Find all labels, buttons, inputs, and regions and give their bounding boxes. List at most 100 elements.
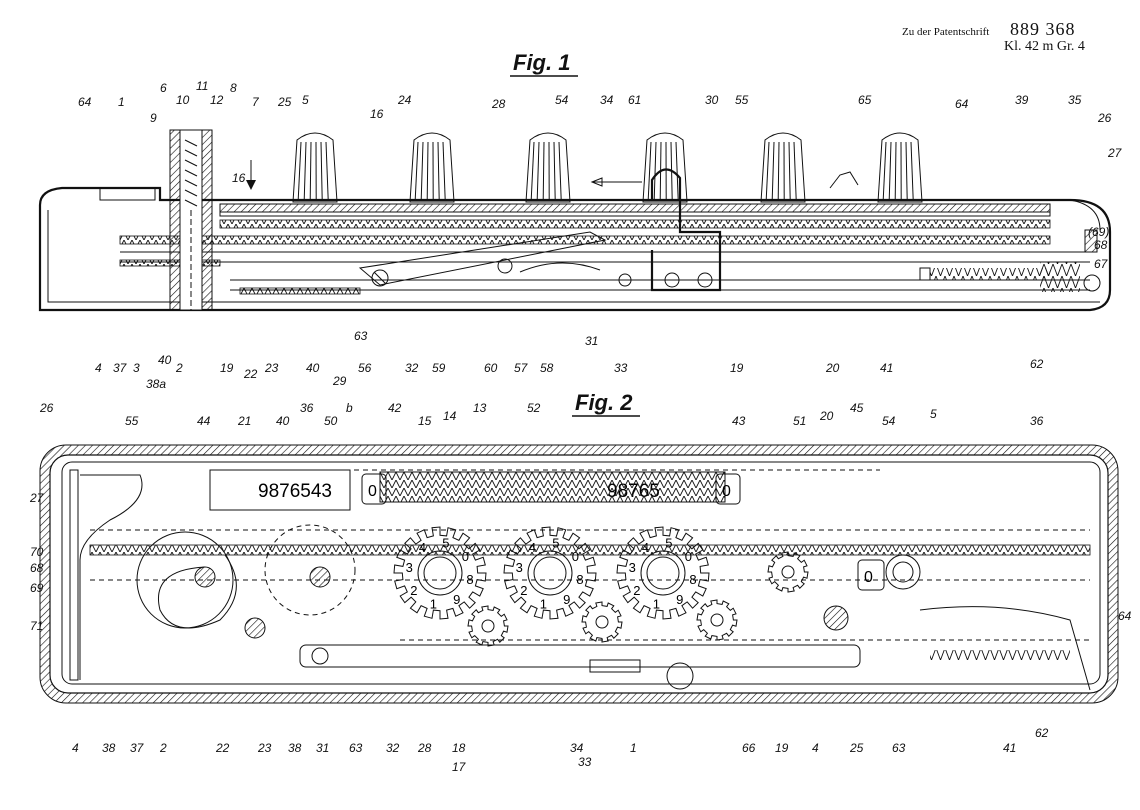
reference-label: 68 — [1094, 238, 1108, 252]
reference-label: 38a — [146, 377, 166, 391]
reference-label: 34 — [570, 741, 584, 755]
reference-label: 27 — [1107, 146, 1123, 160]
fig1-knob — [525, 132, 571, 203]
fig1-title: Fig. 1 — [513, 50, 570, 75]
reference-label: 27 — [29, 491, 45, 505]
reference-label: 18 — [452, 741, 466, 755]
reference-label: 20 — [825, 361, 840, 375]
fig1-bracket — [650, 168, 722, 292]
fig2-wheel-digit: 8 — [576, 572, 583, 587]
reference-label: 68 — [30, 561, 44, 575]
patent-number: 889 368 — [1010, 19, 1076, 39]
reference-label: 55 — [125, 414, 139, 428]
reference-label: 66 — [742, 741, 756, 755]
reference-label: 62 — [1030, 357, 1044, 371]
reference-label: b — [346, 401, 353, 415]
fig2-wheel-digit: 0 — [572, 549, 579, 564]
reference-label: 44 — [197, 414, 211, 428]
fig2-wheel-digit: 9 — [676, 592, 683, 607]
reference-label: 31 — [585, 334, 598, 348]
fig1-drawing: Fig. 1 — [38, 50, 1123, 391]
reference-label: 62 — [1035, 726, 1049, 740]
reference-label: 67 — [1094, 257, 1109, 271]
reference-label: 28 — [417, 741, 432, 755]
fig2-window-digit-left: 0 — [368, 483, 377, 500]
reference-label: 36 — [300, 401, 314, 415]
reference-label: 41 — [880, 361, 893, 375]
fig2-pinion — [696, 599, 738, 641]
reference-label: 25 — [277, 95, 292, 109]
reference-label: 64 — [78, 95, 92, 109]
reference-label: 23 — [257, 741, 272, 755]
reference-label: 21 — [237, 414, 251, 428]
fig2-upper-rack — [379, 471, 726, 503]
reference-label: 26 — [1097, 111, 1112, 125]
reference-label: 13 — [473, 401, 487, 415]
fig2-wheel-digit: 8 — [689, 572, 696, 587]
fig2-wheel-digit: 4 — [529, 540, 536, 555]
reference-label: 32 — [405, 361, 419, 375]
reference-label: 5 — [302, 93, 309, 107]
fig2-window-digit-lower: 0 — [864, 569, 873, 586]
reference-label: 10 — [176, 93, 190, 107]
reference-label: 19 — [730, 361, 744, 375]
reference-label: 41 — [1003, 741, 1016, 755]
reference-label: 40 — [276, 414, 290, 428]
fig2-wheel-digit: 2 — [520, 583, 527, 598]
reference-label: 69 — [30, 581, 44, 595]
reference-label: 65 — [858, 93, 872, 107]
reference-label: 9 — [150, 111, 157, 125]
reference-label: 54 — [555, 93, 569, 107]
reference-label: 59 — [432, 361, 446, 375]
fig1-knobs — [292, 132, 923, 203]
reference-label: 56 — [358, 361, 372, 375]
reference-label: 4 — [95, 361, 102, 375]
fig2-wheel-digit: 2 — [410, 583, 417, 598]
reference-label: 4 — [72, 741, 79, 755]
reference-label: 64 — [1118, 609, 1132, 623]
fig2-wheel-digit: 2 — [633, 583, 640, 598]
reference-label: 2 — [159, 741, 167, 755]
reference-label: 38 — [288, 741, 302, 755]
reference-label: 3 — [133, 361, 140, 375]
reference-label: 19 — [220, 361, 234, 375]
fig2-pinion — [767, 551, 809, 593]
fig2-window-digit-right: 0 — [722, 483, 731, 500]
fig1-spring — [930, 268, 1050, 280]
reference-label: 64 — [955, 97, 969, 111]
reference-label: 31 — [316, 741, 329, 755]
reference-label: 15 — [418, 414, 432, 428]
reference-label: 35 — [1068, 93, 1082, 107]
reference-label: 63 — [892, 741, 906, 755]
fig2-wheel-digit: 4 — [642, 540, 649, 555]
reference-label: 23 — [264, 361, 279, 375]
reference-label: 32 — [386, 741, 400, 755]
fig2-wheel-digit: 1 — [653, 596, 660, 611]
reference-label: 61 — [628, 93, 641, 107]
reference-label: 50 — [324, 414, 338, 428]
reference-label: 22 — [243, 367, 258, 381]
reference-label: 12 — [210, 93, 224, 107]
fig2-display-left: 9876543 — [258, 481, 332, 502]
reference-label: 26 — [39, 401, 54, 415]
reference-label: 40 — [306, 361, 320, 375]
reference-label: 25 — [849, 741, 864, 755]
reference-label: 11 — [196, 79, 208, 93]
reference-label: 30 — [705, 93, 719, 107]
fig2-wheel-digit: 3 — [629, 560, 636, 575]
reference-label: 60 — [484, 361, 498, 375]
fig2-title: Fig. 2 — [575, 390, 633, 415]
reference-label: 20 — [819, 409, 834, 423]
reference-label: 28 — [491, 97, 506, 111]
reference-label: 37 — [130, 741, 145, 755]
reference-label: 57 — [514, 361, 529, 375]
fig2-wheel-digit: 0 — [685, 549, 692, 564]
fig2-wheel-digit: 1 — [540, 596, 547, 611]
reference-label: 1 — [118, 95, 125, 109]
